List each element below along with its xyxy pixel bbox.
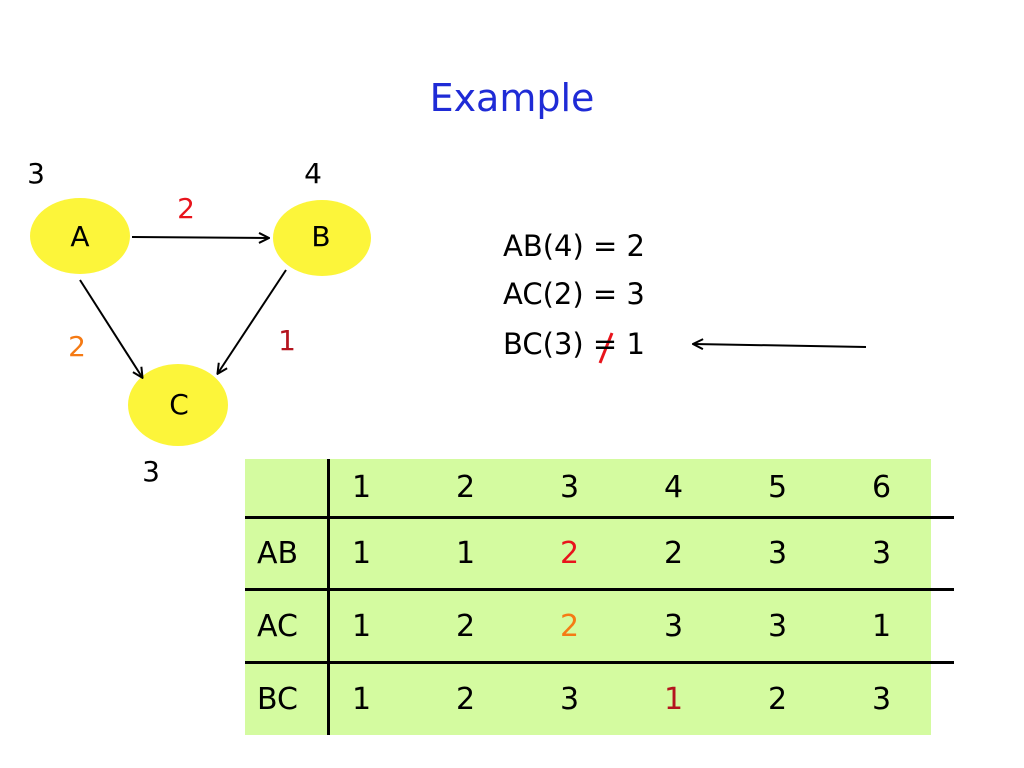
table-cell: 3	[850, 517, 954, 592]
slide-title: Example	[429, 76, 595, 120]
table-header-row: 1 2 3 4 5 6	[245, 459, 954, 519]
table-cell: 2	[538, 589, 642, 664]
table-cell: 1	[850, 589, 954, 664]
equation-ac: AC(2) = 3	[503, 277, 645, 311]
table-cell: 1	[434, 517, 538, 592]
edge-a-b-label: 2	[177, 192, 195, 225]
row-label: BC	[245, 662, 330, 735]
edge-b-c	[218, 269, 287, 373]
column-header: 6	[850, 459, 954, 519]
edge-a-c	[79, 279, 142, 377]
table-cell: 2	[456, 681, 476, 717]
node-c	[128, 364, 228, 446]
not-equal-slash	[598, 332, 614, 364]
table-cell: 3	[872, 681, 892, 717]
table-cell: 3	[560, 681, 580, 717]
table-row: AB 1 1 2 2 3 3	[245, 517, 954, 592]
node-c-label: C	[169, 388, 189, 421]
edge-a-c-label: 2	[68, 330, 86, 363]
node-b	[273, 200, 371, 276]
table-cell: 1	[328, 589, 434, 664]
column-header: 5	[746, 459, 850, 519]
node-a-label: A	[70, 220, 89, 253]
column-header: 2	[434, 459, 538, 519]
table-cell: 2	[768, 681, 788, 717]
node-a-weight: 3	[27, 157, 45, 190]
equation-bc: BC(3) = 1	[503, 327, 645, 361]
weights-table: 1 2 3 4 5 6 AB 1 1 2 2 3 3 AC 1 2 2	[245, 459, 954, 735]
table-cell: 3	[746, 517, 850, 592]
table-cell: 2	[434, 589, 538, 664]
row-label: AB	[245, 517, 330, 592]
column-header: 4	[642, 459, 746, 519]
table-corner	[245, 459, 330, 519]
node-b-weight: 4	[304, 157, 322, 190]
equation-ab: AB(4) = 2	[503, 229, 645, 263]
edge-b-c-label: 1	[278, 324, 296, 357]
table-cell: 1	[664, 681, 684, 717]
table-cell: 1	[352, 681, 372, 717]
table-row: AC 1 2 2 3 3 1	[245, 589, 954, 664]
node-c-weight: 3	[142, 455, 160, 488]
table-cell: 3	[746, 589, 850, 664]
table-cell: 2	[642, 517, 746, 592]
table-cell: 1	[328, 517, 434, 592]
pointer-arrow	[694, 344, 867, 347]
row-label: AC	[245, 589, 330, 664]
node-b-label: B	[311, 220, 330, 253]
column-header: 1	[328, 459, 434, 519]
edge-a-b	[131, 237, 268, 238]
column-header: 3	[538, 459, 642, 519]
table-row: BC 1 2 3 1 2 3	[245, 662, 954, 735]
table-cell: 2	[538, 517, 642, 592]
node-a	[30, 198, 130, 274]
table-cell: 3	[642, 589, 746, 664]
